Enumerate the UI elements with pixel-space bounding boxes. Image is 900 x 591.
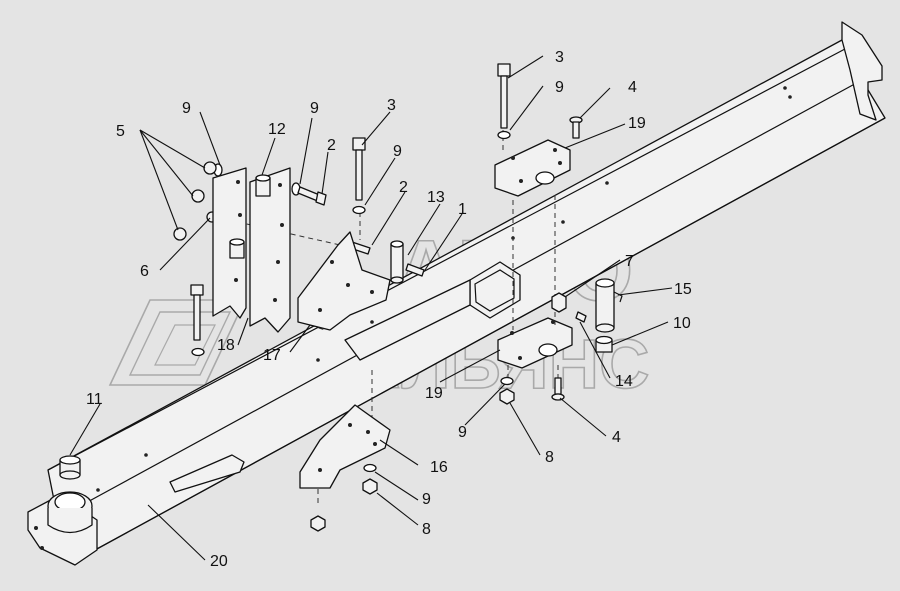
callout-18: 18: [217, 337, 235, 354]
callout-13: 13: [427, 189, 445, 206]
callout-3: 3: [555, 49, 564, 66]
callout-7: 7: [625, 253, 634, 270]
callout-15: 15: [674, 281, 692, 298]
tube-bushing: [390, 240, 404, 284]
callout-10: 10: [673, 315, 691, 332]
callout-9: 9: [422, 491, 431, 508]
screw-top: [569, 116, 583, 139]
bracket-plate-right: [249, 167, 291, 333]
callout-8: 8: [545, 449, 554, 466]
clamp-plate-bottom: [497, 317, 573, 369]
callout-9: 9: [182, 100, 191, 117]
clamp-plate-top: [494, 139, 571, 197]
callout-1: 1: [458, 201, 467, 218]
callout-14: 14: [615, 373, 633, 390]
callout-5: 5: [116, 123, 125, 140]
bushing-end: [27, 491, 98, 566]
cross-tube: [344, 261, 521, 361]
nuts: [173, 161, 515, 532]
callout-2: 2: [399, 179, 408, 196]
callout-19: 19: [628, 115, 646, 132]
hex-nut-7: [551, 292, 567, 313]
callout-3: 3: [387, 97, 396, 114]
bolt-top-right: [497, 63, 511, 129]
end-cap-11: [59, 455, 81, 480]
bolt-left-vertical: [190, 284, 204, 341]
callout-4: 4: [612, 429, 621, 446]
spacer-bushings: [229, 174, 271, 259]
callout-17: 17: [263, 347, 281, 364]
bolt-horizontal-upper: [297, 186, 327, 206]
callout-20: 20: [210, 553, 228, 570]
lower-bracket: [299, 404, 391, 489]
callout-9: 9: [458, 424, 467, 441]
callout-11: 11: [86, 391, 103, 408]
callout-12: 12: [268, 121, 286, 138]
callout-6: 6: [140, 263, 149, 280]
callout-16: 16: [430, 459, 448, 476]
cap-10: [595, 335, 613, 353]
bolt-center: [352, 137, 366, 201]
callout-9: 9: [310, 100, 319, 117]
angled-bracket: [297, 231, 391, 331]
callouts: 3 9 4 19 9 12 9 3 5 2 9 2 13 1 7 6 15 10…: [86, 49, 692, 570]
callout-4: 4: [628, 79, 637, 96]
callout-19: 19: [425, 385, 443, 402]
grease-nipple-14: [575, 311, 587, 323]
leader-lines: [69, 55, 673, 561]
pin: [595, 278, 623, 333]
callout-2: 2: [327, 137, 336, 154]
beam-rib: [169, 454, 245, 493]
callout-8: 8: [422, 521, 431, 538]
callout-9: 9: [555, 79, 564, 96]
callout-9: 9: [393, 143, 402, 160]
